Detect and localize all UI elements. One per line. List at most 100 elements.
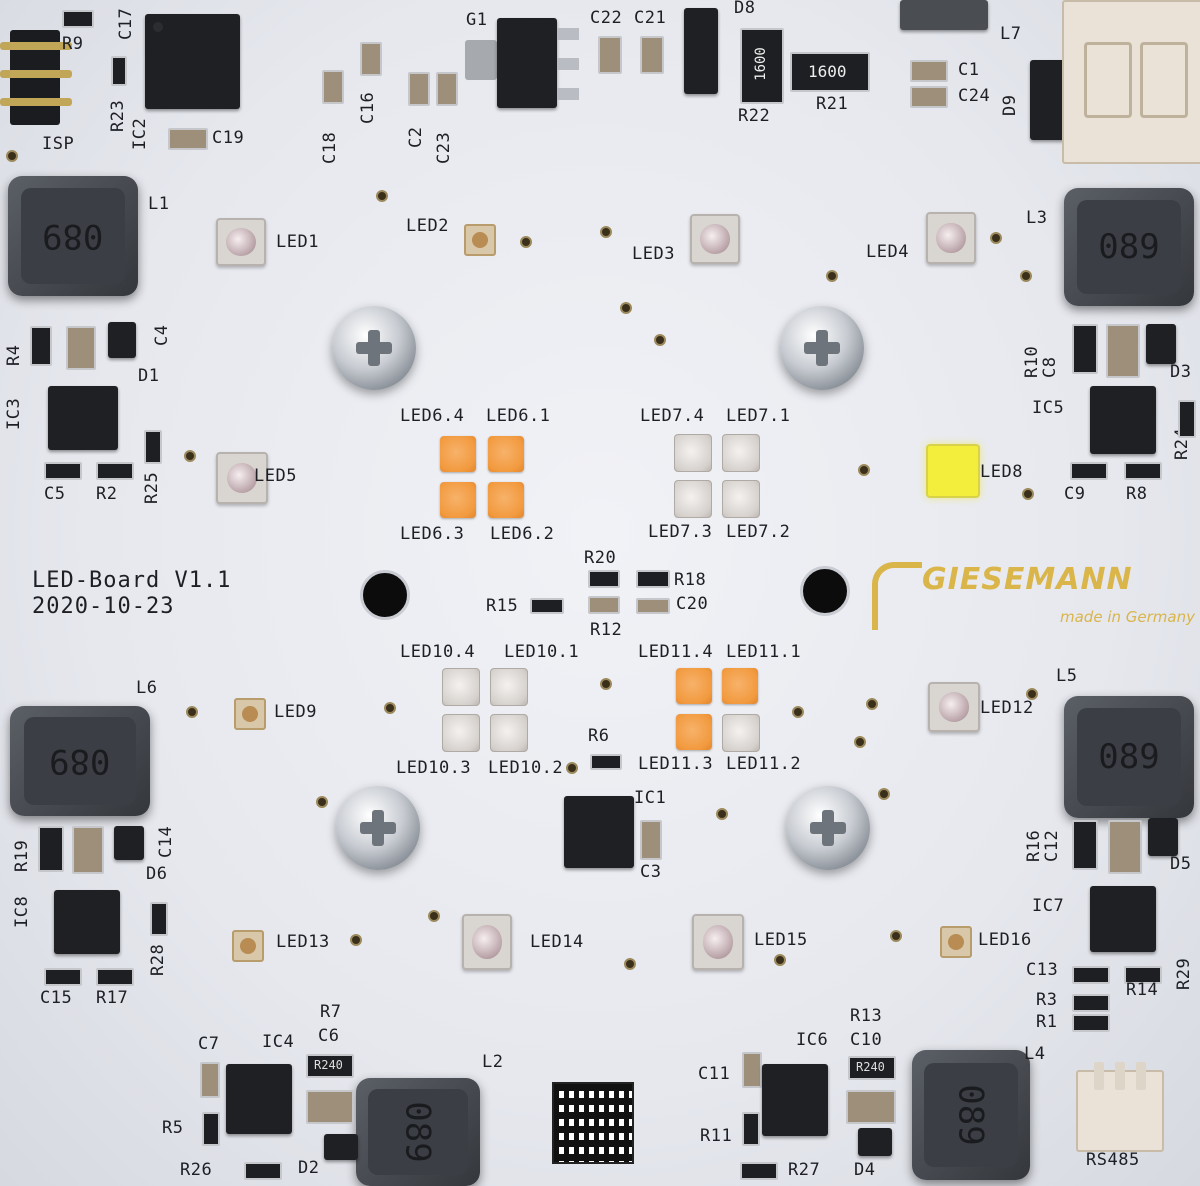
label-c3: C3: [640, 862, 662, 882]
label-l1: L1: [148, 194, 170, 214]
label-led6-2: LED6.2: [490, 524, 555, 544]
resistor-r11: [742, 1112, 760, 1146]
label-c5: C5: [44, 484, 66, 504]
giesemann-logo-mark: [872, 562, 922, 630]
label-led6-3: LED6.3: [400, 524, 465, 544]
capacitor-c11: [742, 1052, 762, 1088]
label-c10: C10: [850, 1030, 883, 1050]
resistor-r4: [30, 326, 52, 366]
label-r17: R17: [96, 988, 129, 1008]
led-7-3: [674, 480, 712, 518]
microcontroller-ic2: [145, 14, 240, 109]
datamatrix-code: [552, 1082, 634, 1164]
led-10-3: [442, 714, 480, 752]
label-r13: R13: [850, 1006, 883, 1026]
led-13: [232, 930, 264, 962]
label-c20: C20: [676, 594, 709, 614]
label-ic4: IC4: [262, 1032, 295, 1052]
led-2: [464, 224, 496, 256]
via: [792, 706, 804, 718]
resistor-c15-part: [44, 968, 82, 986]
via: [186, 706, 198, 718]
via: [1020, 270, 1032, 282]
capacitor-c22: [598, 36, 622, 74]
label-d1: D1: [138, 366, 160, 386]
label-ic3: IC3: [4, 397, 24, 430]
label-c22: C22: [590, 8, 623, 28]
label-r10: R10: [1022, 345, 1042, 378]
resistor-c5-part: [44, 462, 82, 480]
via: [316, 796, 328, 808]
led-6-4: [440, 436, 476, 472]
via: [858, 464, 870, 476]
capacitor-c20: [636, 598, 670, 614]
label-c9: C9: [1064, 484, 1086, 504]
label-led10-1: LED10.1: [504, 642, 580, 662]
led-10-1: [490, 668, 528, 706]
label-led10-2: LED10.2: [488, 758, 564, 778]
resistor-r6: [590, 754, 622, 770]
label-led1: LED1: [276, 232, 319, 252]
label-led11-4: LED11.4: [638, 642, 714, 662]
via: [654, 334, 666, 346]
resistor-r20: [588, 570, 620, 588]
label-c23: C23: [434, 131, 454, 164]
label-r23: R23: [108, 99, 128, 132]
label-c2: C2: [406, 126, 426, 148]
label-r6: R6: [588, 726, 610, 746]
resistor-r22: 1600: [740, 28, 784, 104]
mounting-screw-bottom-right: [786, 786, 870, 870]
l4-marking: 089: [950, 1084, 991, 1146]
led-12: [928, 682, 980, 732]
resistor-r26: [244, 1162, 282, 1180]
label-led7-1: LED7.1: [726, 406, 791, 426]
label-r19: R19: [12, 839, 32, 872]
via: [990, 232, 1002, 244]
label-c17: C17: [116, 7, 136, 40]
resistor-r3: [1072, 994, 1110, 1012]
capacitor-c7: [200, 1062, 220, 1098]
resistor-r24: [1178, 400, 1196, 438]
resistor-r1: [1072, 1014, 1110, 1032]
diode-d4: [858, 1128, 892, 1156]
label-led2: LED2: [406, 216, 449, 236]
via: [600, 226, 612, 238]
label-led9: LED9: [274, 702, 317, 722]
label-d5: D5: [1170, 854, 1192, 874]
label-r2: R2: [96, 484, 118, 504]
driver-ic7: [1090, 886, 1156, 952]
resistor-r2: [96, 462, 134, 480]
label-d2: D2: [298, 1158, 320, 1178]
label-c24: C24: [958, 86, 991, 106]
l6-marking: 089: [49, 741, 111, 781]
resistor-r14: [1124, 966, 1162, 984]
label-r26: R26: [180, 1160, 213, 1180]
label-led8: LED8: [980, 462, 1023, 482]
label-c4: C4: [152, 324, 172, 346]
led-4: [926, 212, 976, 264]
label-c18: C18: [320, 131, 340, 164]
resistor-r17: [96, 968, 134, 986]
label-c7: C7: [198, 1034, 220, 1054]
inductor-l2: 089: [356, 1078, 480, 1186]
via: [878, 788, 890, 800]
resistor-r25: [144, 430, 162, 464]
label-r20: R20: [584, 548, 617, 568]
capacitor-c10: [846, 1090, 896, 1124]
resistor-r10: [1072, 324, 1098, 374]
label-r1: R1: [1036, 1012, 1058, 1032]
capacitor-c3: [640, 820, 662, 860]
label-c13: C13: [1026, 960, 1059, 980]
resistor-r18: [636, 570, 670, 588]
label-r21: R21: [816, 94, 849, 114]
regulator-g1: [465, 40, 497, 80]
led-1: [216, 218, 266, 266]
diode-d6: [114, 826, 144, 860]
label-ic2: IC2: [130, 117, 150, 150]
label-r7: R7: [320, 1002, 342, 1022]
resistor-r23: [111, 56, 127, 86]
label-ic5: IC5: [1032, 398, 1065, 418]
board-title: LED-Board V1.1: [32, 568, 232, 593]
capacitor-c21: [640, 36, 664, 74]
